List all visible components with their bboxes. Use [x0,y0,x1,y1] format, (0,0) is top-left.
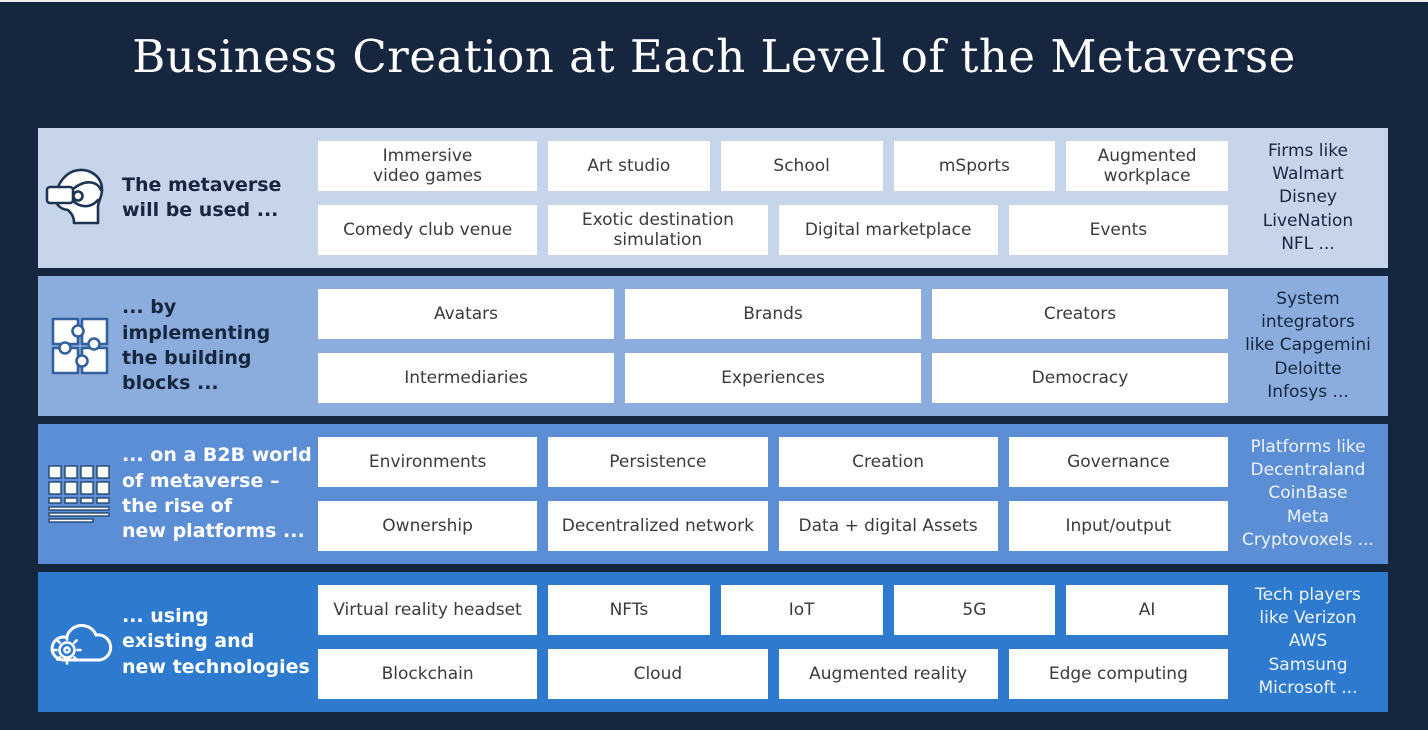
vr-headset-icon [38,128,122,268]
item-box: Comedy club venue [318,205,538,255]
platform-grid-icon [38,424,122,564]
item-box: Virtual reality headset [318,585,537,635]
item-box: Ownership [318,501,538,551]
item-box: Edge computing [1008,649,1228,699]
levels: The metaverse will be used ... Immersive … [38,128,1388,712]
item-box: Democracy [932,353,1228,403]
item-box: Avatars [318,289,614,339]
cloud-gear-icon [38,572,122,712]
item-box: Augmented workplace [1066,141,1228,191]
item-box: Events [1008,205,1228,255]
item-box: Art studio [548,141,710,191]
item-box: Augmented reality [778,649,998,699]
item-box: Exotic destination simulation [548,205,768,255]
level-building-blocks: ... by implementing the building blocks … [38,276,1388,416]
item-box: Environments [318,437,538,487]
item-box: Brands [625,289,921,339]
item-box: Experiences [625,353,921,403]
item-box: Creators [932,289,1228,339]
item-box: Decentralized network [548,501,768,551]
item-box: Governance [1008,437,1228,487]
item-box: IoT [720,585,883,635]
item-box: AI [1066,585,1228,635]
item-box: 5G [893,585,1056,635]
item-box: Intermediaries [318,353,614,403]
page-title: Business Creation at Each Level of the M… [132,30,1296,83]
examples-note: Platforms like Decentraland CoinBase Met… [1242,437,1374,550]
item-box: Immersive video games [318,141,537,191]
level-b2b-platforms: ... on a B2B world of metaverse – the ri… [38,424,1388,564]
item-box: Cloud [548,649,768,699]
level-label-4: ... using existing and new technologies [122,605,310,678]
item-box: NFTs [548,585,710,635]
examples-note: Tech players like Verizon AWS Samsung Mi… [1255,585,1361,698]
level-label-1: The metaverse will be used ... [122,173,282,221]
item-box: Input/output [1008,501,1228,551]
examples-note: System integrators like Capgemini Deloit… [1245,289,1371,402]
item-box: Persistence [548,437,768,487]
item-box: Creation [778,437,998,487]
item-box: School [720,141,883,191]
item-box: mSports [893,141,1056,191]
item-box: Blockchain [318,649,538,699]
item-box: Digital marketplace [778,205,998,255]
level-metaverse-use-cases: The metaverse will be used ... Immersive … [38,128,1388,268]
level-label-3: ... on a B2B world of metaverse – the ri… [122,444,312,543]
level-label-2: ... by implementing the building blocks … [122,296,271,395]
examples-note: Firms like Walmart Disney LiveNation NFL… [1262,141,1354,254]
puzzle-icon [38,276,122,416]
item-box: Data + digital Assets [778,501,998,551]
